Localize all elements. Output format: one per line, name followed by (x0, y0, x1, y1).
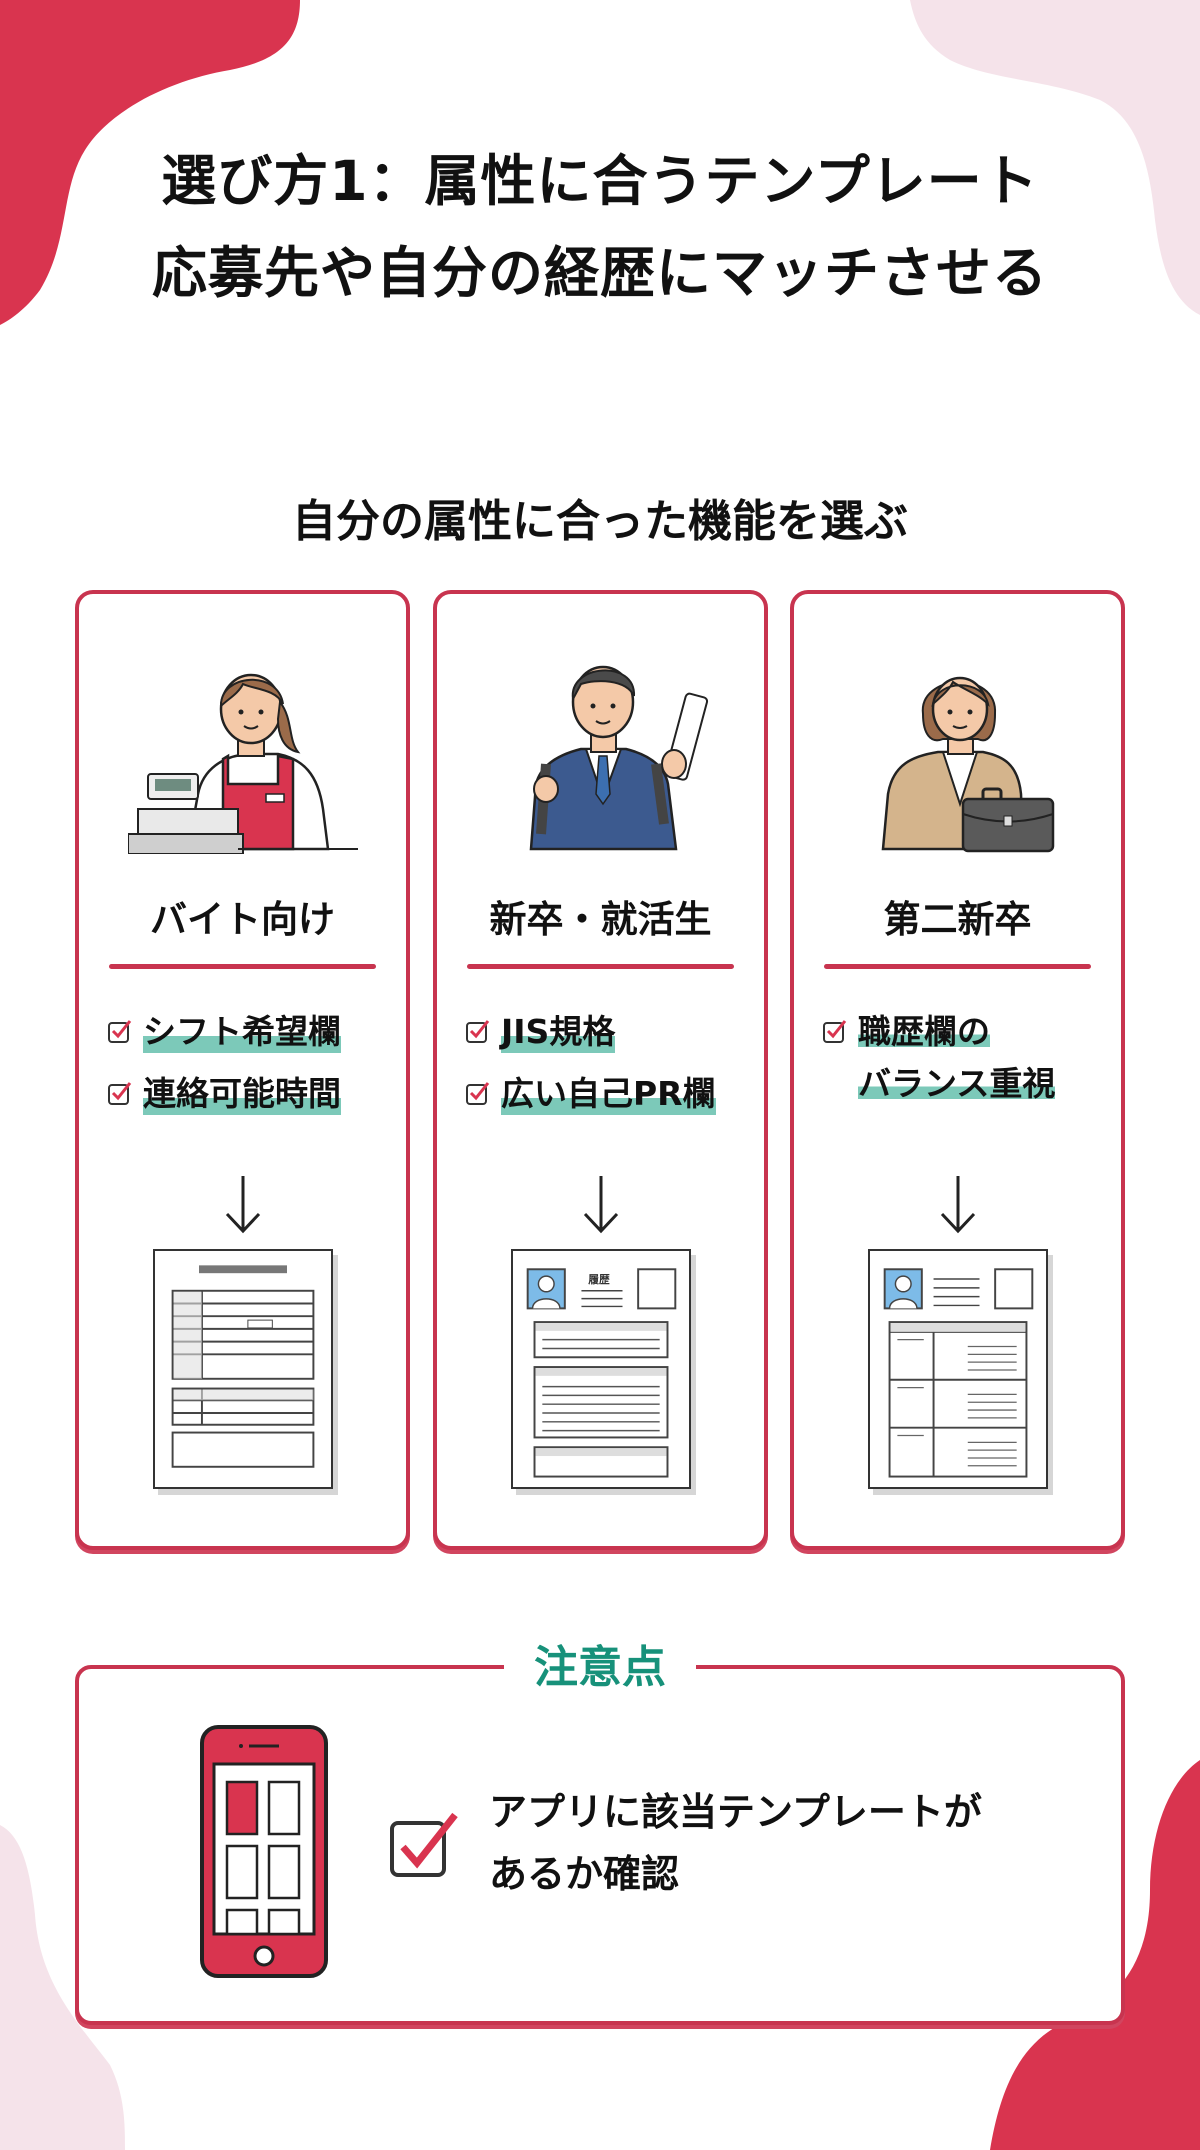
checkbox-checked-icon (823, 1020, 847, 1043)
title-line-2: 応募先や自分の経歴にマッチさせる (151, 241, 1048, 305)
feature-list: JIS規格 広い自己PR欄 (465, 1006, 754, 1130)
feature-item: 広い自己PR欄 (465, 1068, 754, 1120)
feature-item: JIS規格 (465, 1006, 754, 1058)
card-part-time: バイト向け シフト希望欄 連絡可能時間 (75, 590, 410, 1550)
checkbox-checked-icon (390, 1812, 458, 1877)
feature-item: 連絡可能時間 (107, 1068, 396, 1120)
businesswoman-briefcase-icon (881, 676, 1054, 853)
top-right-blob (910, 0, 1200, 315)
divider (467, 964, 734, 969)
divider (109, 964, 376, 969)
bottom-right-blob (990, 1760, 1200, 2150)
card-label: バイト向け (150, 898, 335, 941)
feature-item: 職歴欄のバランス重視 (822, 1006, 1111, 1110)
notice-title: 注意点 (504, 1631, 696, 1695)
card-label: 新卒・就活生 (489, 898, 712, 941)
arrow-down-icon (940, 1176, 975, 1234)
arrow-down-icon (583, 1176, 618, 1234)
top-left-blob (0, 0, 300, 325)
divider (824, 964, 1091, 969)
feature-item: シフト希望欄 (107, 1006, 396, 1058)
smartphone-app-icon (200, 1725, 328, 1978)
arrow-down-icon (225, 1176, 260, 1234)
checkbox-checked-icon (466, 1082, 490, 1105)
notice-text: アプリに該当テンプレートが あるか確認 (489, 1790, 982, 1896)
feature-list: 職歴欄のバランス重視 (822, 1006, 1111, 1120)
checkbox-checked-icon (108, 1082, 132, 1105)
svg-text:履歴: 履歴 (587, 1273, 610, 1286)
checkbox-checked-icon (108, 1020, 132, 1043)
bottom-left-blob (0, 1825, 125, 2150)
notice-box: 注意点 アプリに該当テンプレートが あるか確認 (75, 1631, 1125, 2025)
graduate-student-icon (529, 665, 708, 851)
card-second-graduate: 第二新卒 職歴欄のバランス重視 (790, 590, 1125, 1550)
cashier-woman-icon (127, 673, 358, 854)
career-history-template (867, 1249, 1048, 1489)
card-label: 第二新卒 (883, 898, 1032, 941)
jis-resume-template: 履歴 (510, 1249, 691, 1489)
page-title: 選び方1：属性に合うテンプレート 応募先や自分の経歴にマッチさせる (0, 135, 1200, 319)
checkbox-checked-icon (466, 1020, 490, 1043)
section-heading: 自分の属性に合った機能を選ぶ (292, 496, 908, 547)
part-time-form-template (152, 1249, 333, 1489)
card-new-graduate: 新卒・就活生 JIS規格 広い自己PR欄 履歴 (433, 590, 768, 1550)
feature-list: シフト希望欄 連絡可能時間 (107, 1006, 396, 1130)
title-line-1: 選び方1：属性に合うテンプレート (161, 149, 1039, 213)
